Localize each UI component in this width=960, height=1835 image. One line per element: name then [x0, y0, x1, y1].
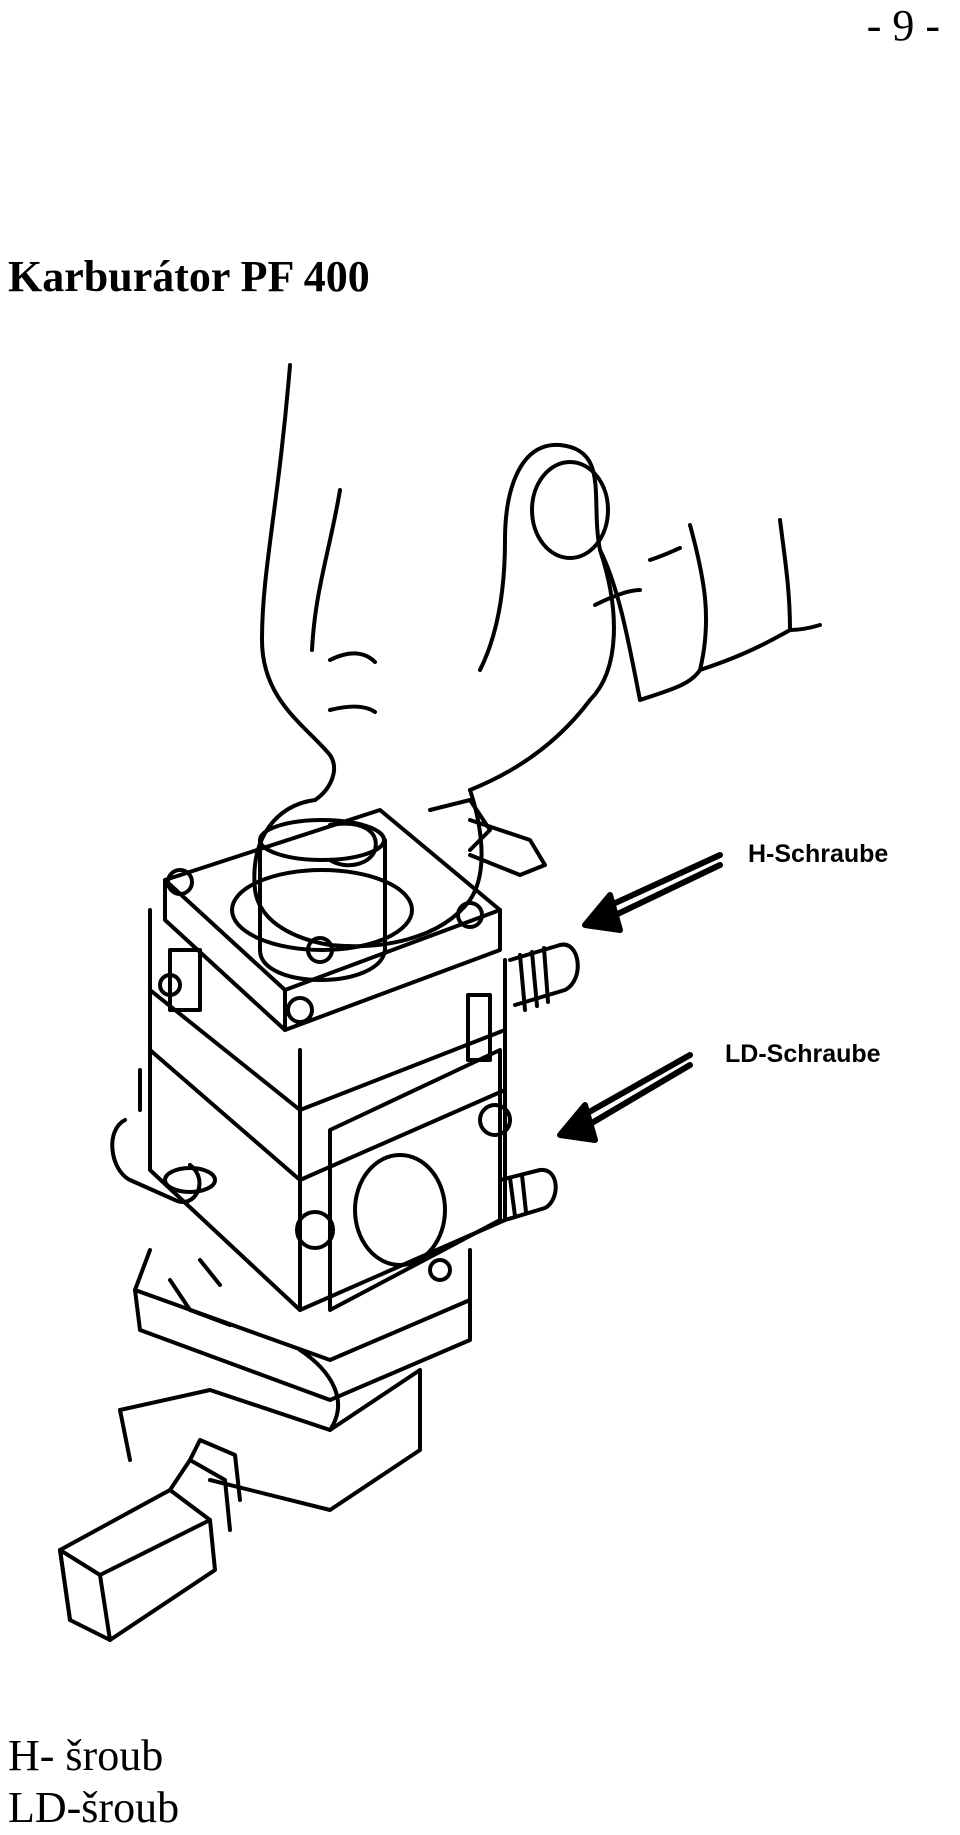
page-title: Karburátor PF 400 — [8, 252, 370, 301]
page-number: - 9 - — [866, 1, 940, 50]
arrow-h-screw — [582, 852, 723, 933]
legend-item-h-screw: H- šroub — [8, 1731, 164, 1780]
callout-h-screw-label: H-Schraube — [748, 840, 888, 868]
arrow-ld-screw — [557, 1052, 693, 1143]
carburetor-illustration: H-Schraube LD-Schraube — [0, 350, 960, 1720]
legend: H- šroub LD-šroub — [8, 1730, 179, 1834]
carburetor-drawing — [58, 798, 580, 1642]
callout-ld-screw-label: LD-Schraube — [725, 1040, 881, 1068]
legend-item-ld-screw: LD-šroub — [8, 1783, 180, 1832]
